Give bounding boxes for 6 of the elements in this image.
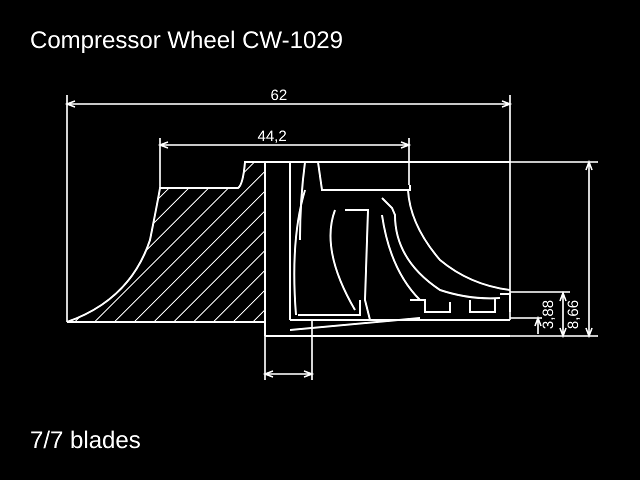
- dimension-value: 3,88: [540, 299, 556, 329]
- dimension-value: 44,2: [258, 128, 287, 144]
- dimension-value: 62: [270, 88, 288, 102]
- dimension-value: 8,66: [566, 299, 581, 329]
- drawing-title: Compressor Wheel CW-1029: [30, 29, 343, 53]
- blade-count-caption: 7/7 blades: [30, 429, 141, 453]
